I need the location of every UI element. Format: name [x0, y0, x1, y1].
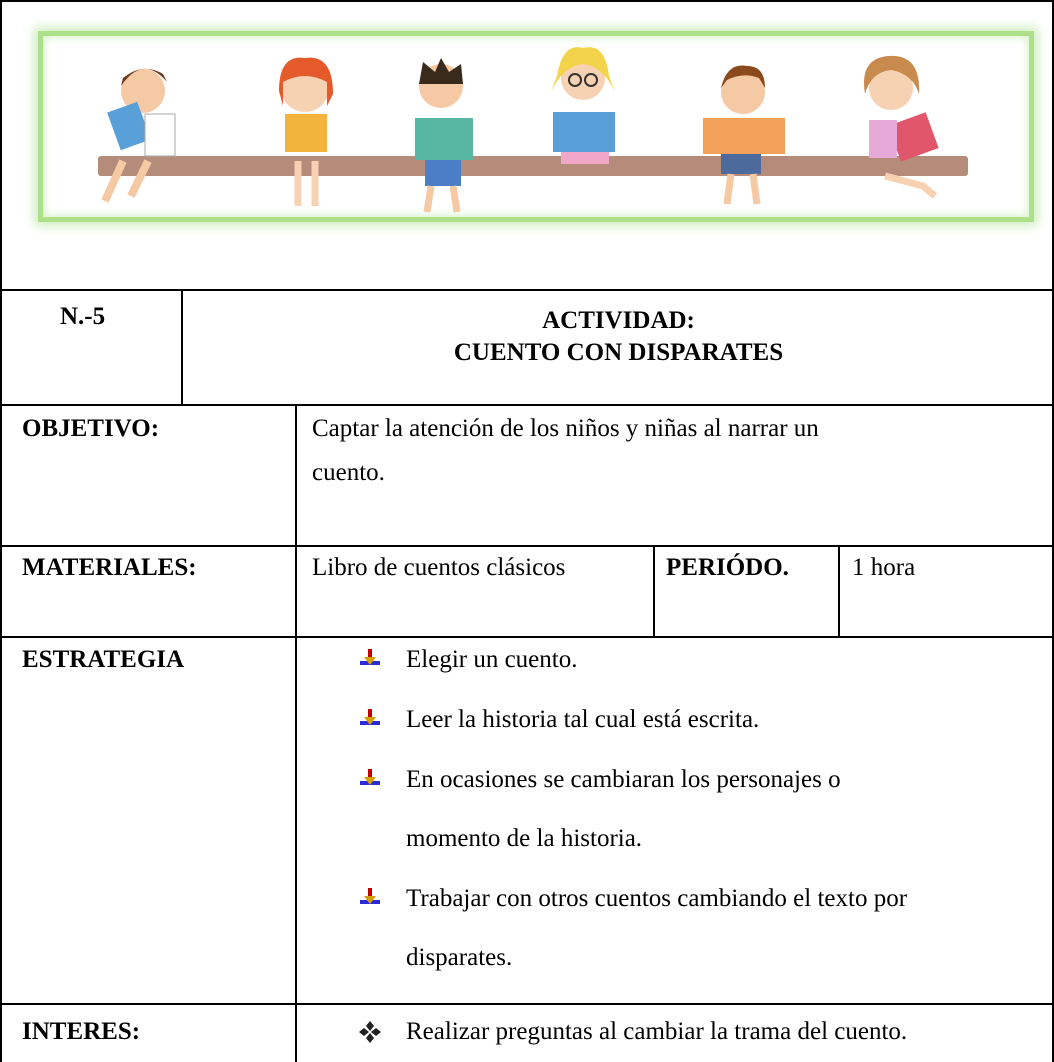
interes-item: Realizar preguntas al cambiar la trama d…	[406, 1018, 908, 1045]
materiales-value: Libro de cuentos clásicos	[312, 554, 566, 581]
children-reading-illustration	[98, 47, 968, 213]
child-1-figure	[101, 68, 176, 203]
objetivo-text-line-2: cuento.	[312, 459, 385, 486]
estrategia-item-2: Leer la historia tal cual está escrita.	[406, 706, 760, 733]
interes-label: INTERES:	[22, 1018, 141, 1045]
objetivo-text-line-1: Captar la atención de los niños y niñas …	[312, 415, 819, 442]
periodo-label: PERIÓDO.	[666, 554, 789, 581]
child-4-figure	[551, 47, 615, 164]
estrategia-item-4-continued: disparates.	[406, 944, 513, 971]
four-diamond-bullet-icon	[359, 1021, 381, 1043]
child-5-figure	[703, 65, 785, 205]
periodo-value: 1 hora	[852, 554, 916, 581]
estrategia-item-4: Trabajar con otros cuentos cambiando el …	[406, 885, 908, 912]
estrategia-item-1: Elegir un cuento.	[406, 646, 578, 673]
estrategia-item-3: En ocasiones se cambiaran los personajes…	[406, 766, 841, 793]
child-6-figure	[864, 55, 939, 199]
arrow-down-bullet-icon	[360, 649, 380, 665]
child-2-figure	[279, 57, 333, 206]
arrow-down-bullet-icon	[360, 888, 380, 904]
activity-title-label: ACTIVIDAD:	[542, 307, 695, 334]
materiales-label: MATERIALES:	[22, 554, 197, 581]
estrategia-item-3-continued: momento de la historia.	[406, 825, 643, 852]
arrow-down-bullet-icon	[360, 769, 380, 785]
objetivo-label: OBJETIVO:	[22, 415, 160, 442]
kids-reading-banner	[38, 31, 1034, 222]
child-3-figure	[415, 58, 473, 213]
activity-title: CUENTO CON DISPARATES	[453, 339, 784, 366]
activity-number: N.-5	[60, 303, 106, 330]
estrategia-label: ESTRATEGIA	[22, 646, 185, 673]
arrow-down-bullet-icon	[360, 709, 380, 725]
